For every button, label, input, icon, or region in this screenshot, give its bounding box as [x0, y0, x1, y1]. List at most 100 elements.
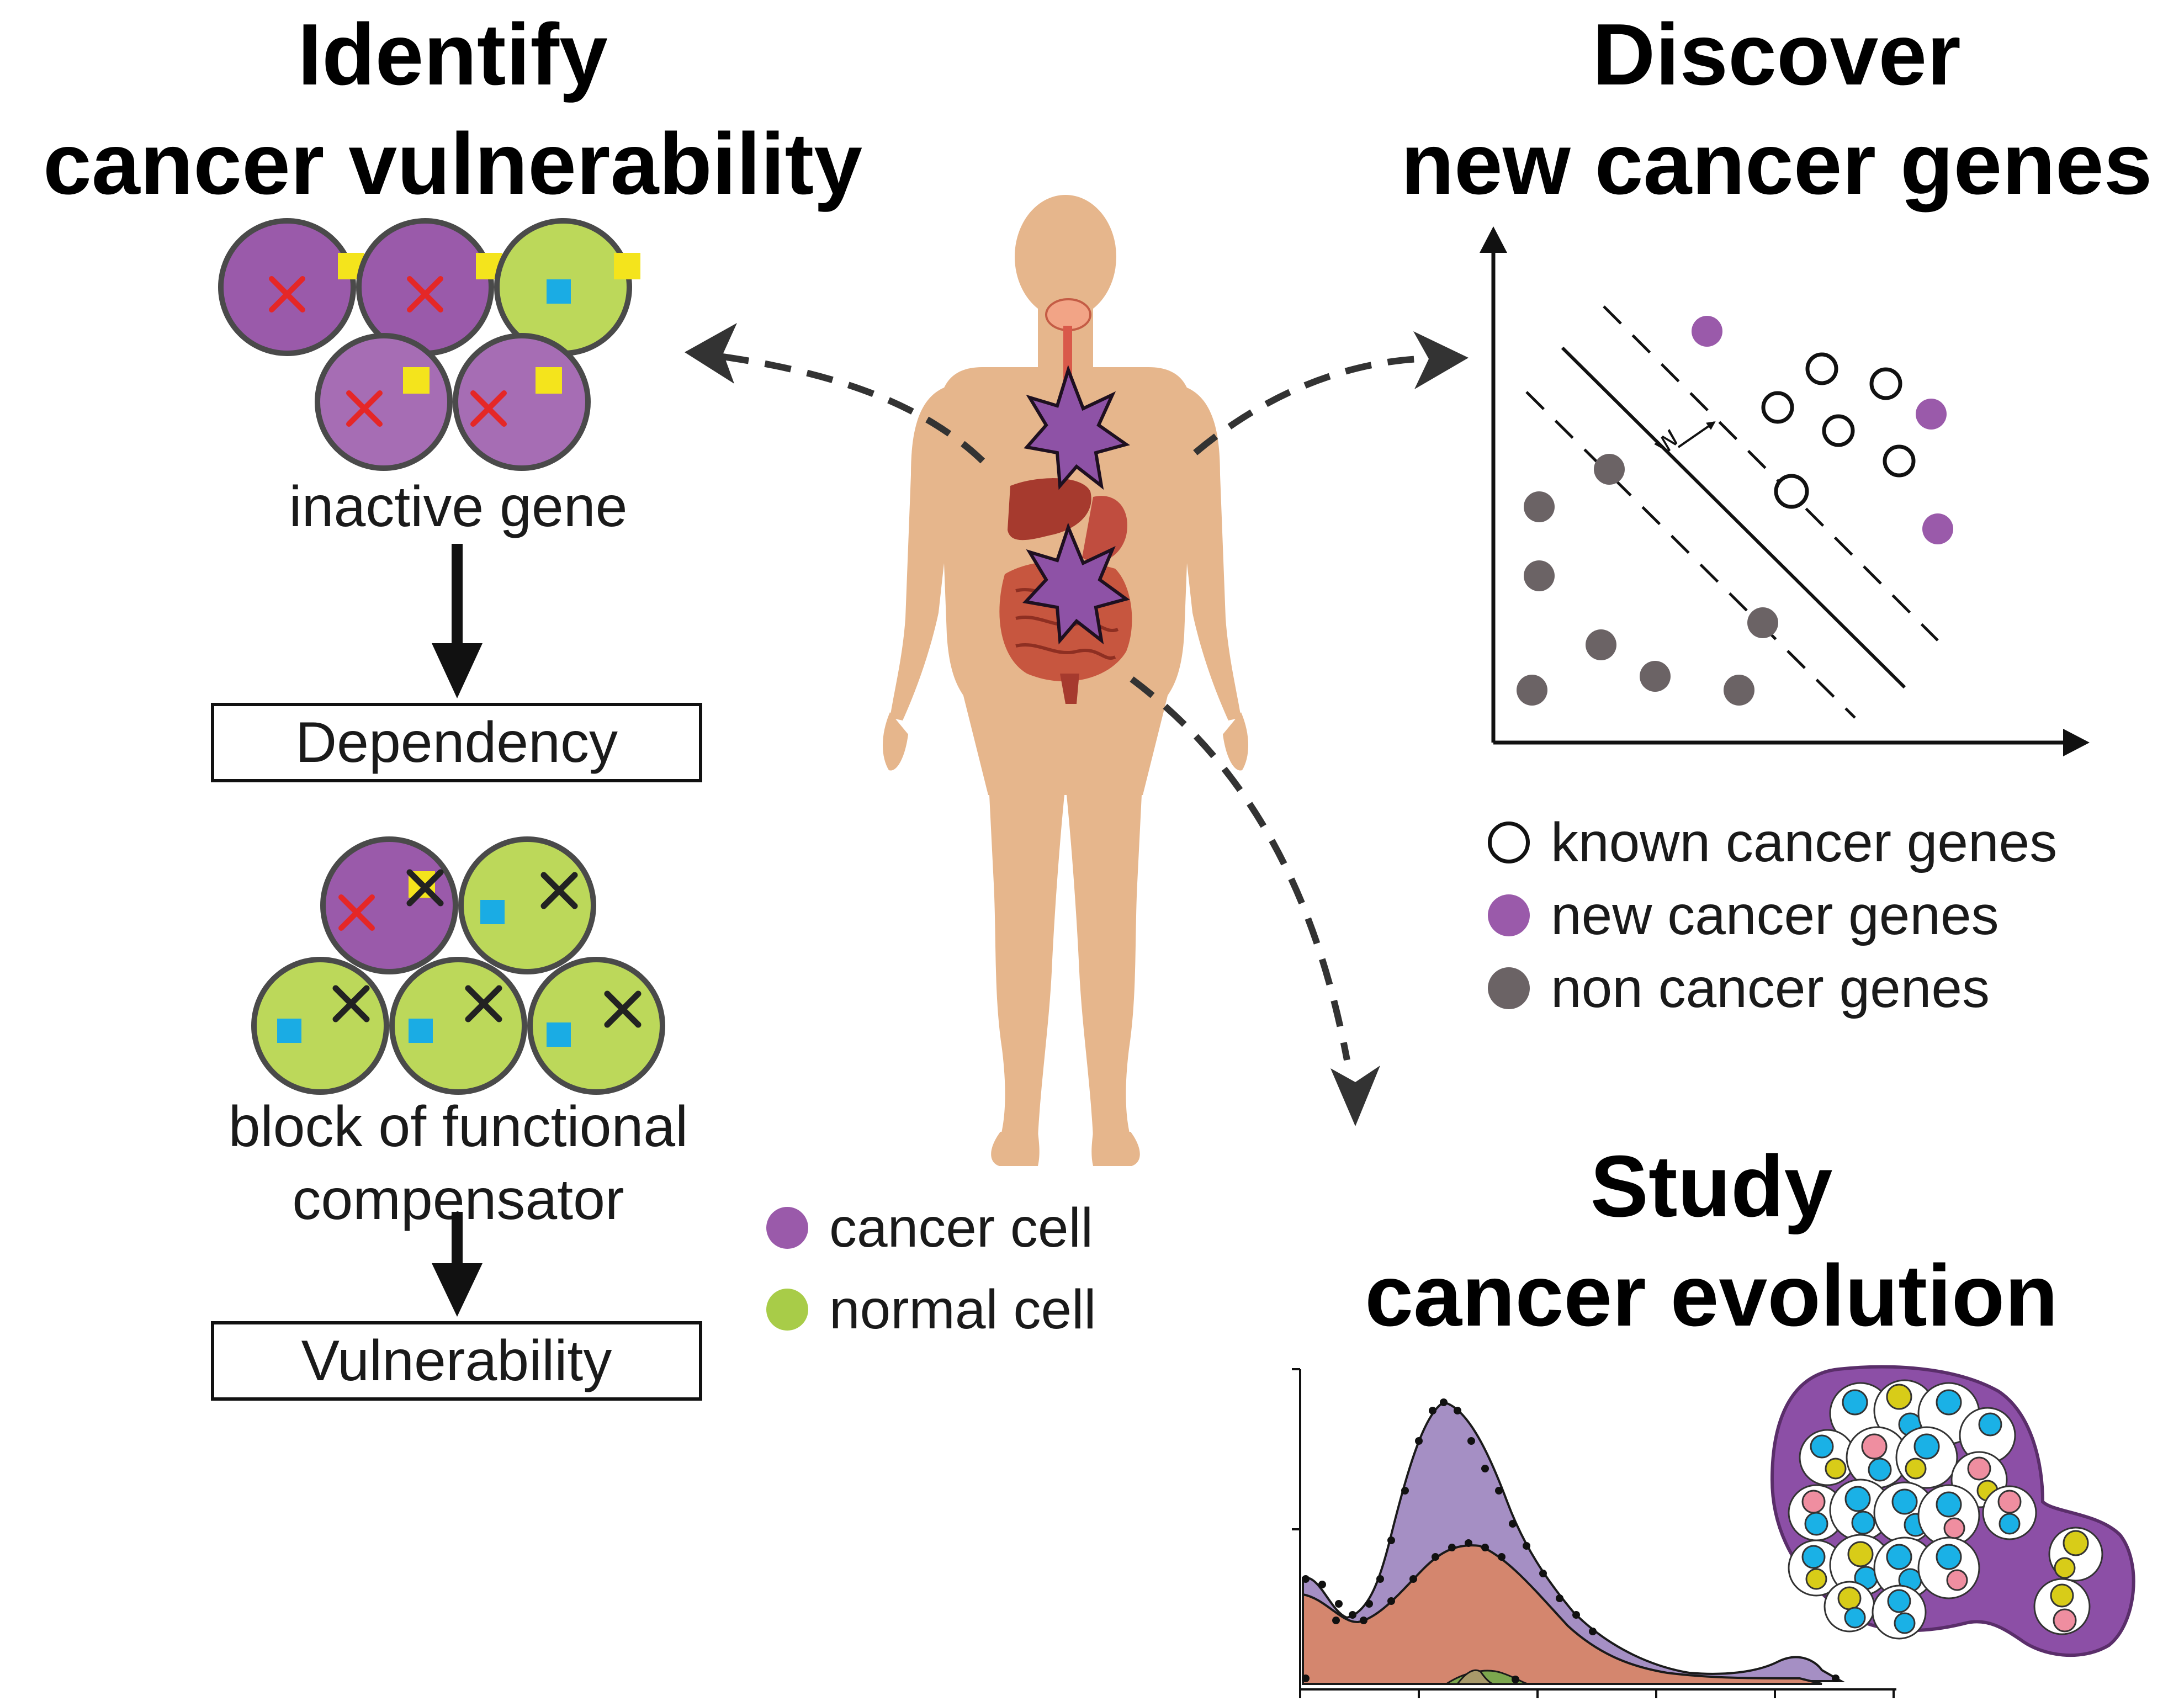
dashed-arrow-to-discover — [1193, 356, 1419, 455]
discover-title-line2: new cancer genes — [1401, 115, 2153, 213]
cancer-cell — [320, 836, 458, 974]
tumor-cell — [1846, 1426, 1909, 1489]
normal-cell-swatch-icon — [766, 1289, 808, 1331]
known-gene-point — [1774, 474, 1809, 509]
cancer-cell-label: cancer cell — [829, 1197, 1093, 1259]
arrow-to-vulnerability — [432, 1212, 483, 1317]
svm-y-axis-arrow-icon — [1480, 226, 1507, 253]
tumor-cell — [1959, 1407, 2016, 1464]
dashed-arrow-to-identify — [698, 350, 985, 464]
svm-margin-label: w — [1646, 421, 1685, 460]
tumor-cell — [1895, 1426, 1958, 1489]
tumor-cell — [2033, 1578, 2091, 1635]
known-gene-point — [1822, 414, 1855, 447]
study-title-line1: Study — [1590, 1138, 1833, 1235]
non-gene-point — [1524, 560, 1555, 591]
inactive-gene-caption: inactive gene — [289, 475, 628, 539]
tumor-cell — [1873, 1536, 1936, 1599]
gene-legend: known cancer genes new cancer genes non … — [1488, 806, 2057, 1025]
cancer-cell-cluster-top — [218, 218, 640, 471]
known-gene-label: known cancer genes — [1551, 812, 2058, 873]
discover-title: Discover new cancer genes — [1369, 0, 2184, 219]
non-gene-point — [1586, 629, 1616, 660]
non-gene-point — [1640, 661, 1671, 692]
gene-legend-known: known cancer genes — [1488, 806, 2057, 879]
evolution-x-ticks — [1299, 1689, 1895, 1698]
non-gene-point — [1524, 491, 1555, 522]
cell-cluster-blocked — [251, 836, 665, 1095]
clone-area-olive — [1455, 1669, 1494, 1685]
cancer-cell — [453, 333, 591, 471]
identify-title-line2: cancer vulnerability — [43, 115, 863, 213]
arrowhead-study-icon — [1330, 1066, 1380, 1126]
new-gene-point — [1692, 316, 1722, 347]
tumor-cell — [1788, 1539, 1845, 1597]
cancer-cell — [315, 333, 453, 471]
dashed-arrow-to-study — [1130, 676, 1350, 1061]
known-gene-point — [1869, 367, 1902, 400]
tumor-cell — [1917, 1484, 1980, 1547]
svm-hyperplane — [1561, 346, 1906, 689]
evolution-curve-points — [1302, 1398, 1840, 1683]
non-gene-point — [1724, 675, 1754, 706]
non-gene-label: non cancer genes — [1551, 957, 1990, 1019]
cell-legend-normal: normal cell — [766, 1273, 1096, 1346]
new-gene-label: new cancer genes — [1551, 884, 1999, 946]
normal-cell — [251, 957, 389, 1095]
new-gene-point — [1916, 399, 1947, 430]
tumor-cell — [1872, 1585, 1927, 1640]
vulnerability-box: Vulnerability — [211, 1321, 702, 1401]
cancer-cell — [356, 218, 502, 356]
cancer-cell-swatch-icon — [766, 1207, 808, 1249]
study-title: Study cancer evolution — [1325, 1132, 2098, 1350]
normal-cell — [458, 836, 596, 974]
tumor-cell — [1829, 1479, 1892, 1541]
vulnerability-label: Vulnerability — [301, 1329, 612, 1393]
arrow-to-dependency — [432, 544, 483, 698]
known-gene-point — [1883, 444, 1916, 478]
dependency-label: Dependency — [295, 711, 618, 775]
known-cancer-genes — [1761, 352, 1916, 509]
svm-plot: w — [1480, 226, 2090, 756]
block-compensator-line1: block of functional — [228, 1095, 688, 1159]
known-gene-swatch-icon — [1488, 822, 1530, 863]
tumor-cell — [1788, 1484, 1845, 1541]
human-body-illustration — [882, 195, 1249, 1166]
tumor-cells — [1788, 1379, 2103, 1640]
cell-legend-cancer: cancer cell — [766, 1191, 1096, 1264]
gene-legend-new: new cancer genes — [1488, 879, 2057, 952]
identify-title: Identify cancer vulnerability — [11, 0, 894, 219]
new-gene-swatch-icon — [1488, 894, 1530, 936]
clone-area-orange — [1302, 1544, 1822, 1685]
normal-cell-label: normal cell — [829, 1279, 1096, 1340]
known-gene-point — [1761, 391, 1794, 424]
gene-legend-non: non cancer genes — [1488, 952, 2057, 1025]
tumor-cell — [1799, 1429, 1856, 1486]
normal-cell — [389, 957, 527, 1095]
tumor-clone-illustration — [1770, 1365, 2135, 1657]
tumor-cell — [1829, 1534, 1892, 1597]
non-gene-point — [1517, 675, 1547, 706]
tumor-cell — [2048, 1527, 2103, 1582]
arrowhead-identify-icon — [685, 323, 737, 384]
discover-title-line1: Discover — [1592, 6, 1961, 103]
dependency-box: Dependency — [211, 703, 702, 782]
identify-title-line1: Identify — [298, 6, 608, 103]
cancer-cell — [218, 218, 364, 356]
svm-margin-arrow — [1677, 421, 1716, 448]
arrowhead-discover-icon — [1413, 331, 1469, 389]
evolution-area-chart — [1292, 1368, 1896, 1698]
study-title-line2: cancer evolution — [1365, 1247, 2058, 1344]
tumor-star-icon — [1024, 364, 1130, 490]
normal-cell — [527, 957, 665, 1095]
tumor-cell — [1873, 1379, 1936, 1442]
non-gene-swatch-icon — [1488, 967, 1530, 1009]
new-gene-point — [1922, 513, 1953, 544]
new-cancer-genes — [1692, 316, 1953, 544]
svm-x-axis-arrow-icon — [2063, 729, 2090, 756]
tumor-cell — [1982, 1485, 2037, 1540]
known-gene-point — [1805, 352, 1838, 385]
non-cancer-genes — [1517, 454, 1778, 706]
